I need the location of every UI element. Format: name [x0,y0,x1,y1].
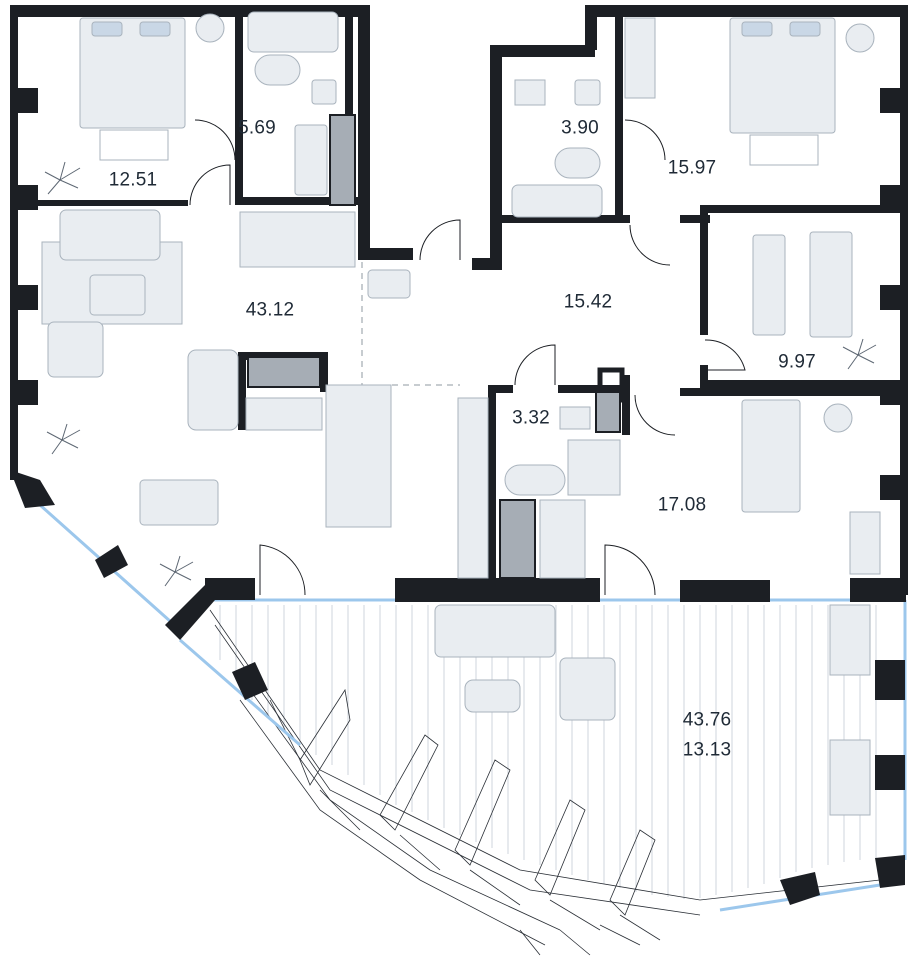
doors [189,119,746,596]
terrace-deck [219,605,877,899]
furniture [41,11,881,816]
walls [10,5,908,905]
shafts [247,114,621,579]
plants [44,161,877,587]
